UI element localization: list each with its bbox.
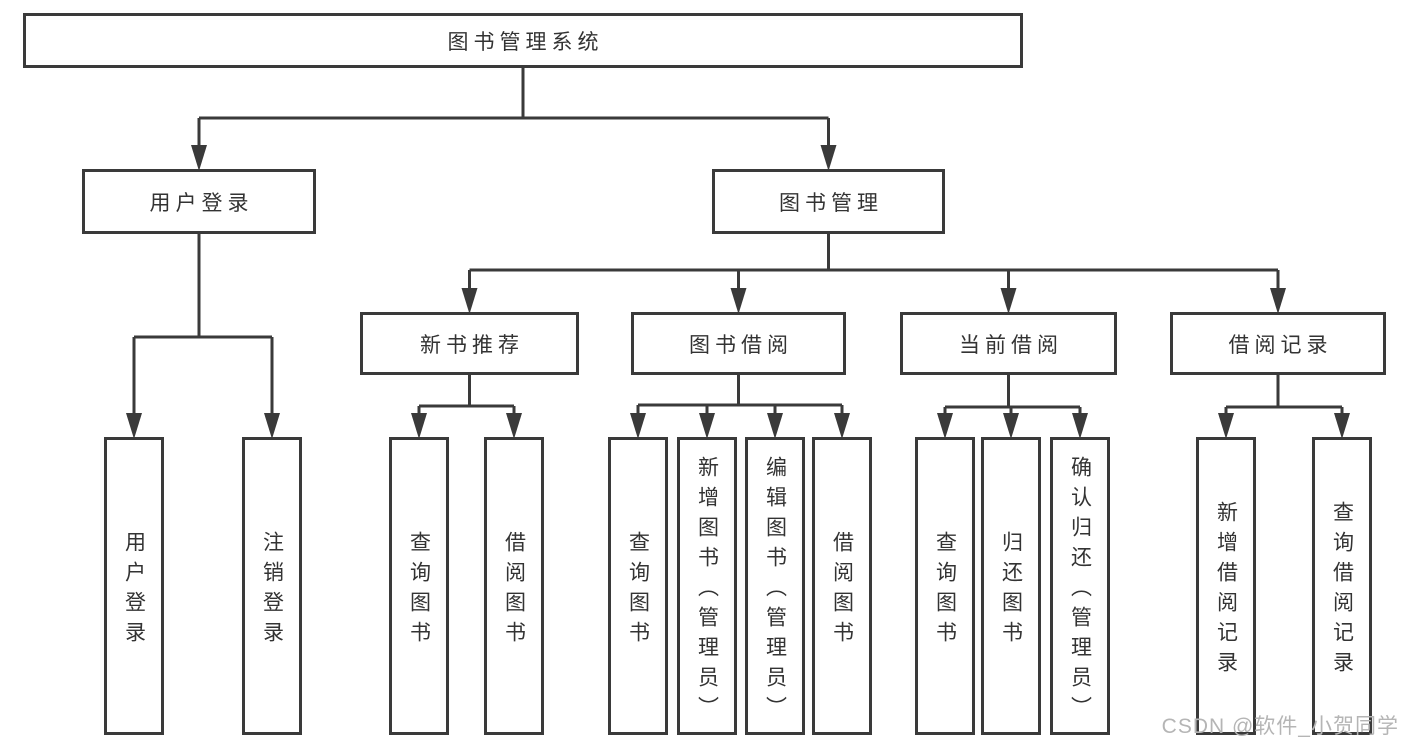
node-label: 查询借阅记录 xyxy=(1330,500,1354,681)
node-leaf-user-login: 用户登录 xyxy=(104,437,164,735)
node-leaf-query-book-3: 查询图书 xyxy=(915,437,975,735)
connector xyxy=(636,375,844,417)
node-user-login: 用户登录 xyxy=(82,169,316,234)
node-label: 借阅图书 xyxy=(502,530,526,651)
node-root: 图书管理系统 xyxy=(23,13,1023,68)
node-leaf-borrow-book-2: 借阅图书 xyxy=(812,437,872,735)
node-label: 查询图书 xyxy=(407,530,431,651)
arrowhead-icon xyxy=(506,413,522,439)
node-label: 确认归还（管理员） xyxy=(1068,455,1092,726)
connector xyxy=(1224,375,1344,417)
node-label: 归还图书 xyxy=(999,530,1023,651)
node-new-book-rec: 新书推荐 xyxy=(360,312,579,375)
node-label: 图书管理系统 xyxy=(447,30,604,54)
node-label: 借阅图书 xyxy=(830,530,854,651)
arrowhead-icon xyxy=(820,145,837,171)
node-leaf-borrow-book-1: 借阅图书 xyxy=(484,437,544,735)
node-label: 新增借阅记录 xyxy=(1214,500,1238,681)
arrowhead-icon xyxy=(126,413,142,439)
node-leaf-query-book-2: 查询图书 xyxy=(608,437,668,735)
arrowhead-icon xyxy=(730,288,747,314)
node-leaf-add-book: 新增图书（管理员） xyxy=(677,437,737,735)
arrowhead-icon xyxy=(630,413,646,439)
node-book-borrow: 图书借阅 xyxy=(631,312,846,375)
node-leaf-confirm-return: 确认归还（管理员） xyxy=(1050,437,1110,735)
node-label: 借阅记录 xyxy=(1228,333,1333,357)
node-leaf-query-book-1: 查询图书 xyxy=(389,437,449,735)
arrowhead-icon xyxy=(1218,413,1234,439)
arrowhead-icon xyxy=(1334,413,1350,439)
node-leaf-edit-book: 编辑图书（管理员） xyxy=(745,437,805,735)
connector xyxy=(943,375,1082,417)
node-label: 新书推荐 xyxy=(420,333,524,357)
connector xyxy=(197,68,830,149)
arrowhead-icon xyxy=(767,413,783,439)
watermark: CSDN @软件_小贺同学 xyxy=(1161,715,1399,738)
arrowhead-icon xyxy=(1072,413,1088,439)
node-label: 注销登录 xyxy=(260,530,284,651)
arrowhead-icon xyxy=(1000,288,1017,314)
node-label: 编辑图书（管理员） xyxy=(763,455,787,726)
node-label: 当前借阅 xyxy=(959,333,1063,357)
node-book-mgmt: 图书管理 xyxy=(712,169,945,234)
node-leaf-logout: 注销登录 xyxy=(242,437,302,735)
node-label: 新增图书（管理员） xyxy=(695,455,719,726)
node-label: 查询图书 xyxy=(626,530,650,651)
arrowhead-icon xyxy=(1270,288,1286,314)
connector xyxy=(132,234,274,417)
node-label: 查询图书 xyxy=(933,530,957,651)
node-current-borrow: 当前借阅 xyxy=(900,312,1117,375)
node-leaf-return-book: 归还图书 xyxy=(981,437,1041,735)
arrowhead-icon xyxy=(834,413,850,439)
arrowhead-icon xyxy=(461,288,478,314)
arrowhead-icon xyxy=(411,413,427,439)
arrowhead-icon xyxy=(699,413,715,439)
node-label: 用户登录 xyxy=(122,530,146,651)
node-label: 图书管理 xyxy=(779,191,883,215)
node-label: 用户登录 xyxy=(149,191,254,215)
arrowhead-icon xyxy=(264,413,280,439)
connector xyxy=(468,234,1280,292)
connector xyxy=(417,375,516,417)
node-leaf-query-record: 查询借阅记录 xyxy=(1312,437,1372,735)
node-borrow-records: 借阅记录 xyxy=(1170,312,1386,375)
node-label: 图书借阅 xyxy=(689,333,793,357)
arrowhead-icon xyxy=(937,413,953,439)
arrowhead-icon xyxy=(191,145,207,171)
node-leaf-add-record: 新增借阅记录 xyxy=(1196,437,1256,735)
arrowhead-icon xyxy=(1003,413,1019,439)
